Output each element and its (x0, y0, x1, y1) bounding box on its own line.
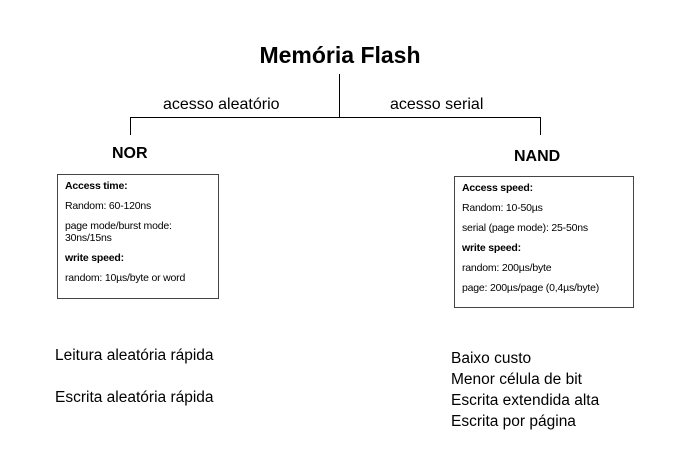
nand-spec-box: Access speed: Random: 10-50µs serial (page… (454, 176, 634, 308)
nand-feature-item: Baixo custo (451, 350, 532, 367)
nand-feature-item: Menor célula de bit (451, 371, 582, 388)
nand-spec-heading: Access speed: (462, 182, 533, 194)
nor-spec-box: Access time: Random: 60-120ns page mode/bu… (57, 174, 219, 299)
nor-drop-line (130, 117, 131, 135)
nand-feature-item: Escrita por página (451, 413, 576, 430)
title-stem-line (339, 74, 340, 118)
nand-spec-line: serial (page mode): 25-50ns (462, 222, 588, 234)
diagram-title: Memória Flash (259, 42, 421, 68)
branch-horizontal-line (130, 117, 541, 118)
nand-label: NAND (514, 148, 561, 165)
nor-spec-line: Random: 60-120ns (65, 200, 152, 212)
nand-feature-item: Escrita extendida alta (451, 392, 600, 409)
serial-access-label: acesso serial (390, 96, 484, 113)
nand-spec-heading: write speed: (462, 242, 521, 254)
nor-spec-heading: Access time: (65, 180, 128, 192)
nor-spec-line: page mode/burst mode: 30ns/15ns (65, 220, 172, 244)
nand-spec-line: Random: 10-50µs (462, 202, 543, 214)
nand-spec-line: random: 200µs/byte (462, 262, 552, 274)
random-access-label: acesso aleatório (163, 96, 280, 113)
nand-drop-line (540, 117, 541, 135)
nand-spec-line: page: 200µs/page (0,4µs/byte) (462, 282, 600, 294)
nor-label: NOR (112, 145, 148, 162)
nor-feature-item: Leitura aleatória rápida (55, 347, 214, 364)
nor-spec-line: random: 10µs/byte or word (65, 272, 186, 284)
nor-feature-item: Escrita aleatória rápida (55, 389, 214, 406)
nor-spec-heading: write speed: (65, 252, 124, 264)
